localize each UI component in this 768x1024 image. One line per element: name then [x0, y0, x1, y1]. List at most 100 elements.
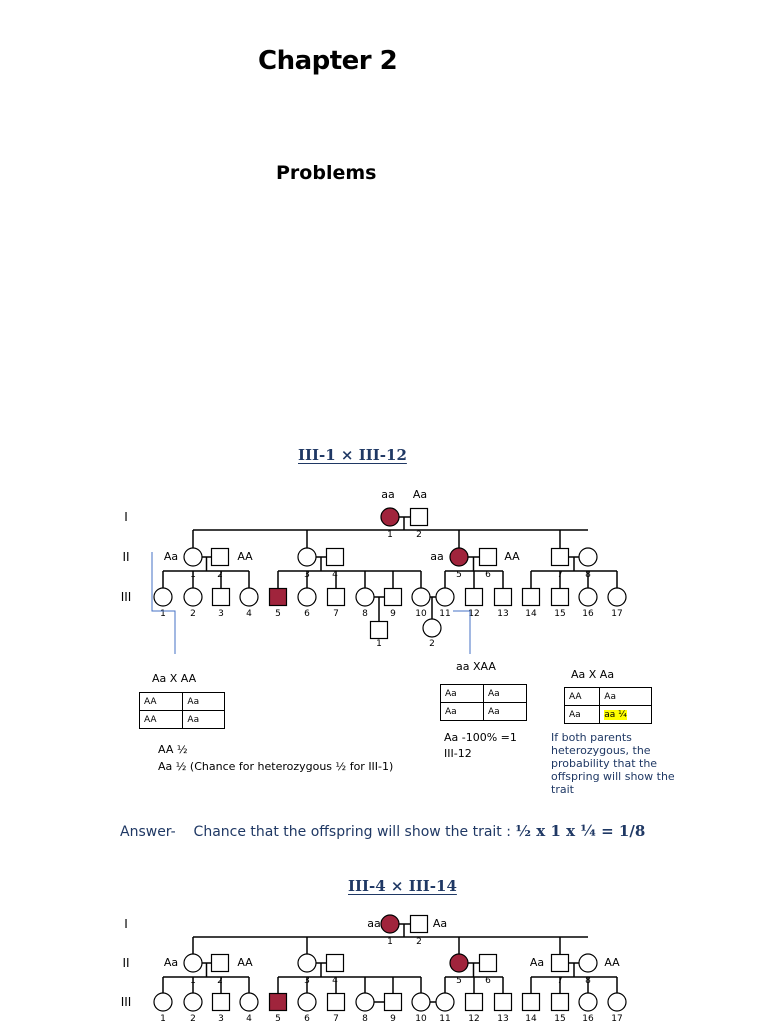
individual-number: 6 — [304, 1014, 310, 1024]
genotype-label: Aa — [433, 917, 447, 930]
female-symbol — [578, 587, 598, 607]
male-symbol — [210, 547, 230, 567]
individual-number: 1 — [387, 530, 393, 540]
genotype-label: AA — [237, 550, 253, 563]
male-symbol — [211, 587, 231, 607]
individual-number: 15 — [554, 1014, 565, 1024]
genotype-label: Aa — [413, 488, 427, 501]
female-symbol — [297, 547, 317, 567]
individual-number: 3 — [304, 976, 310, 986]
punnett-cell: Aa — [483, 684, 527, 703]
punnett-cell: Aa — [440, 702, 484, 721]
individual-number: 5 — [456, 976, 462, 986]
generation-label: II — [122, 550, 129, 564]
arrow-iii1 — [151, 552, 176, 654]
punnett-cell: Aa — [182, 692, 225, 711]
individual-number: 16 — [582, 1014, 594, 1024]
individual-number: 1 — [160, 1014, 166, 1024]
punnett-cell: Aa — [182, 710, 225, 729]
individual-number: 7 — [557, 570, 563, 580]
individual-number: 3 — [218, 609, 224, 619]
individual-number: 3 — [304, 570, 310, 580]
cross-left-result-2: Aa ½ (Chance for heterozygous ½ for III-… — [158, 760, 394, 773]
female-symbol — [411, 992, 431, 1012]
individual-number: 2 — [190, 609, 196, 619]
affected-female — [380, 914, 400, 934]
individual-number: 6 — [485, 976, 491, 986]
individual-number: 5 — [275, 609, 281, 619]
individual-number: 5 — [275, 1014, 281, 1024]
punnett-cell: AA — [563, 687, 601, 706]
female-symbol — [355, 587, 375, 607]
individual-number: 9 — [390, 609, 396, 619]
individual-number: 7 — [557, 976, 563, 986]
individual-number: 1 — [387, 937, 393, 947]
individual-number: 13 — [497, 609, 508, 619]
affected-female — [380, 507, 400, 527]
female-symbol — [183, 587, 203, 607]
generation-label: I — [124, 917, 128, 931]
answer-math: ½ x 1 x ¼ = 1/8 — [515, 822, 646, 840]
answer-text: Chance that the offspring will show the … — [193, 824, 511, 840]
male-symbol — [493, 992, 513, 1012]
individual-number: 11 — [439, 1014, 450, 1024]
female-symbol — [578, 953, 598, 973]
female-symbol — [607, 587, 627, 607]
female-symbol — [422, 618, 442, 638]
affected-female — [449, 953, 469, 973]
individual-number: 2 — [416, 530, 422, 540]
individual-number: 6 — [304, 609, 310, 619]
punnett-cell: Aa — [483, 702, 527, 721]
cross-left-label: Aa X AA — [152, 672, 197, 685]
individual-number: 8 — [362, 1014, 368, 1024]
cross-left-result-1: AA ½ — [158, 743, 188, 756]
individual-number: 1 — [190, 976, 196, 986]
male-symbol — [550, 587, 570, 607]
answer-line: Answer- Chance that the offspring will s… — [120, 822, 645, 840]
genotype-label: aa — [367, 917, 380, 930]
individual-number: 13 — [497, 1014, 508, 1024]
affected-male — [268, 992, 288, 1012]
individual-number: 7 — [333, 609, 339, 619]
genotype-label: AA — [504, 550, 520, 563]
male-symbol — [521, 587, 541, 607]
individual-number: 1 — [376, 639, 382, 649]
individual-number: 8 — [585, 570, 591, 580]
male-symbol — [326, 587, 346, 607]
male-symbol — [211, 992, 231, 1012]
highlighted-result: aa ¼ — [604, 709, 627, 720]
female-symbol — [297, 992, 317, 1012]
individual-number: 4 — [332, 570, 338, 580]
male-symbol — [550, 547, 570, 567]
male-symbol — [550, 953, 570, 973]
female-symbol — [578, 992, 598, 1012]
individual-number: 10 — [415, 1014, 427, 1024]
cross-right-label: Aa X Aa — [571, 668, 615, 681]
cross-mid-label: aa XAA — [456, 660, 496, 673]
individual-number: 17 — [611, 1014, 622, 1024]
individual-number: 14 — [525, 609, 537, 619]
female-symbol — [411, 587, 431, 607]
female-symbol — [435, 992, 455, 1012]
punnett-cell: Aa — [563, 705, 601, 724]
genotype-label: aa — [430, 550, 443, 563]
punnett-cell: Aa — [440, 684, 484, 703]
section2-title: III-4 × III-14 — [348, 877, 457, 895]
individual-number: 8 — [362, 609, 368, 619]
individual-number: 1 — [160, 609, 166, 619]
problems-heading: Problems — [276, 162, 377, 184]
genotype-label: Aa — [530, 956, 544, 969]
punnett-cell: aa ¼ — [599, 705, 652, 724]
individual-number: 4 — [246, 609, 252, 619]
chapter-title: Chapter 2 — [258, 46, 398, 76]
male-symbol — [369, 620, 389, 640]
individual-number: 12 — [468, 609, 479, 619]
individual-number: 2 — [190, 1014, 196, 1024]
female-symbol — [183, 992, 203, 1012]
female-symbol — [183, 547, 203, 567]
cross-right-note: If both parents heterozygous, the probab… — [551, 731, 675, 796]
male-symbol — [210, 953, 230, 973]
